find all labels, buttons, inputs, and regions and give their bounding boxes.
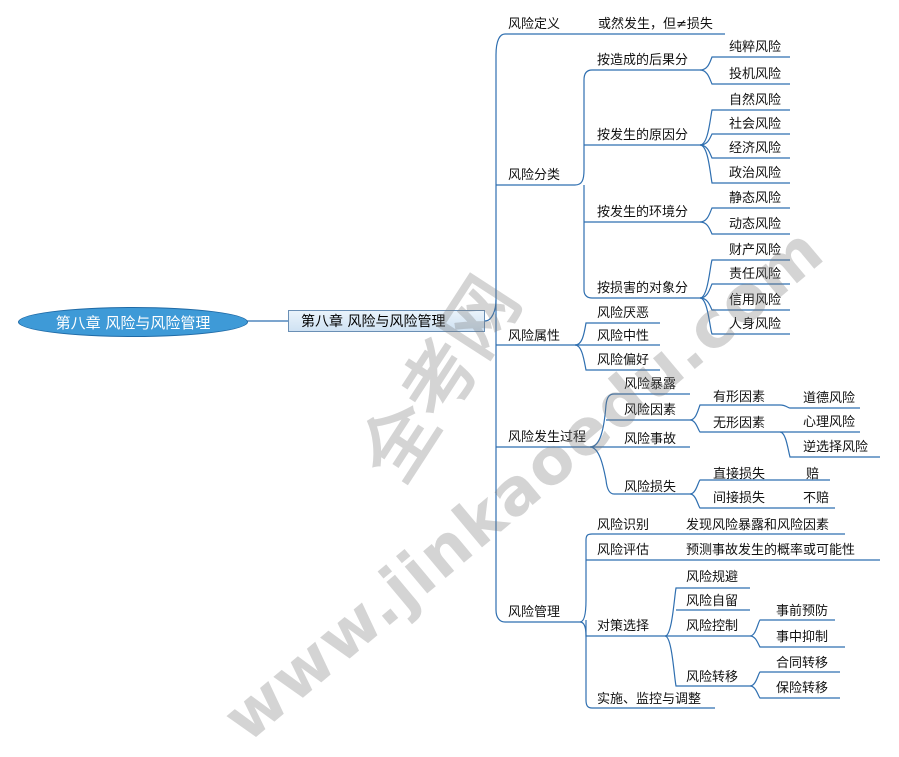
node-morale-hazard[interactable]: 心理风险 <box>803 415 856 430</box>
node-suppression[interactable]: 事中抑制 <box>776 630 829 645</box>
node-risk-factor[interactable]: 风险因素 <box>624 403 677 418</box>
node-risk-loss[interactable]: 风险损失 <box>624 480 677 495</box>
node-risk-accident[interactable]: 风险事故 <box>624 432 677 447</box>
node-economic-risk[interactable]: 经济风险 <box>729 141 782 156</box>
node-property-risk[interactable]: 财产风险 <box>729 243 782 258</box>
node-definition-value[interactable]: 或然发生，但≠损失 <box>598 17 713 32</box>
connector-lines <box>246 33 880 709</box>
node-by-cause[interactable]: 按发生的原因分 <box>597 128 689 143</box>
node-speculative-risk[interactable]: 投机风险 <box>729 67 782 82</box>
node-risk-definition[interactable]: 风险定义 <box>508 17 561 32</box>
node-contract-transfer[interactable]: 合同转移 <box>776 656 829 671</box>
node-direct-loss[interactable]: 直接损失 <box>713 467 766 482</box>
node-risk-retention[interactable]: 风险自留 <box>686 594 739 609</box>
node-indirect-loss-value[interactable]: 不赔 <box>803 491 830 506</box>
mindmap-canvas: 第八章 风险与风险管理 第八章 风险与风险管理 风险定义 或然发生，但≠损失 风… <box>18 17 880 757</box>
node-tangible-factor[interactable]: 有形因素 <box>713 390 766 405</box>
node-credit-risk[interactable]: 信用风险 <box>729 293 782 308</box>
node-pure-risk[interactable]: 纯粹风险 <box>729 40 782 55</box>
node-indirect-loss[interactable]: 间接损失 <box>713 491 766 506</box>
node-risk-control[interactable]: 风险控制 <box>686 619 739 634</box>
node-strategy-choice[interactable]: 对策选择 <box>597 619 650 634</box>
node-risk-assessment[interactable]: 风险评估 <box>597 543 650 558</box>
node-intangible-factor[interactable]: 无形因素 <box>713 416 766 431</box>
node-prevention[interactable]: 事前预防 <box>776 604 829 619</box>
node-risk-management[interactable]: 风险管理 <box>508 605 561 620</box>
node-by-environment[interactable]: 按发生的环境分 <box>597 205 689 220</box>
node-adverse-selection[interactable]: 逆选择风险 <box>803 440 869 455</box>
node-liability-risk[interactable]: 责任风险 <box>729 267 782 282</box>
node-risk-attribute[interactable]: 风险属性 <box>508 329 561 344</box>
node-political-risk[interactable]: 政治风险 <box>729 166 782 181</box>
node-risk-identification[interactable]: 风险识别 <box>597 518 650 533</box>
root-node[interactable]: 第八章 风险与风险管理 <box>18 307 248 337</box>
node-risk-transfer[interactable]: 风险转移 <box>686 670 739 685</box>
node-personal-risk[interactable]: 人身风险 <box>729 317 782 332</box>
node-static-risk[interactable]: 静态风险 <box>729 191 782 206</box>
node-natural-risk[interactable]: 自然风险 <box>729 93 782 108</box>
node-moral-hazard[interactable]: 道德风险 <box>803 391 856 406</box>
node-risk-avoidance[interactable]: 风险规避 <box>686 570 739 585</box>
node-by-consequence[interactable]: 按造成的后果分 <box>597 53 689 68</box>
node-dynamic-risk[interactable]: 动态风险 <box>729 217 782 232</box>
node-risk-seeking[interactable]: 风险偏好 <box>597 353 650 368</box>
main-topic-node[interactable]: 第八章 风险与风险管理 <box>288 310 485 332</box>
node-risk-process[interactable]: 风险发生过程 <box>508 430 587 445</box>
node-risk-classification[interactable]: 风险分类 <box>508 168 561 183</box>
node-risk-exposure[interactable]: 风险暴露 <box>624 377 677 392</box>
node-identification-value[interactable]: 发现风险暴露和风险因素 <box>686 518 830 533</box>
node-direct-loss-value[interactable]: 赔 <box>806 467 820 482</box>
node-risk-neutral[interactable]: 风险中性 <box>597 329 650 344</box>
node-risk-averse[interactable]: 风险厌恶 <box>597 306 650 321</box>
node-implementation[interactable]: 实施、监控与调整 <box>597 692 702 707</box>
node-insurance-transfer[interactable]: 保险转移 <box>776 681 829 696</box>
node-by-object[interactable]: 按损害的对象分 <box>597 281 689 296</box>
node-assessment-value[interactable]: 预测事故发生的概率或可能性 <box>686 543 856 558</box>
node-social-risk[interactable]: 社会风险 <box>729 117 782 132</box>
